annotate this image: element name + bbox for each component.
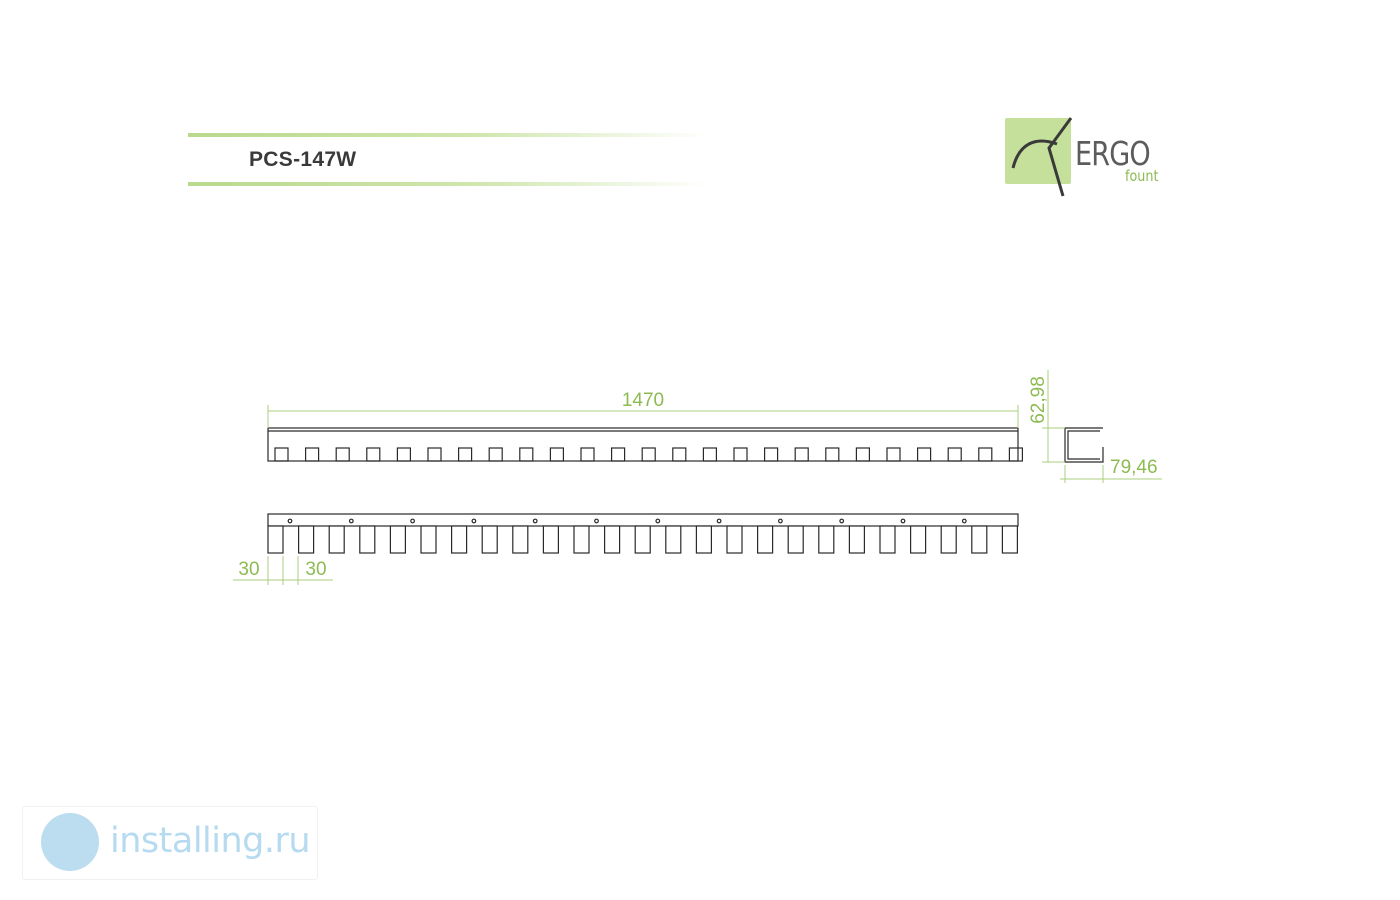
depth-label: 79,46 xyxy=(1110,457,1158,478)
comb-finger xyxy=(573,525,590,554)
comb-finger xyxy=(787,525,804,554)
comb-finger xyxy=(695,525,713,554)
mounting-hole xyxy=(655,518,661,524)
front-slot xyxy=(488,447,503,462)
logo-mark-icon xyxy=(1005,118,1071,184)
front-slot xyxy=(886,447,901,462)
front-slot xyxy=(427,447,442,462)
comb-view xyxy=(267,513,1019,554)
comb-finger xyxy=(756,525,774,554)
comb-finger xyxy=(726,525,743,554)
front-view xyxy=(267,427,1024,462)
length-dimension xyxy=(267,405,1019,428)
front-slot xyxy=(672,447,687,462)
watermark-logo-icon xyxy=(41,813,99,871)
mounting-hole xyxy=(532,518,538,524)
comb-finger xyxy=(451,525,468,554)
front-slot xyxy=(274,447,289,462)
mounting-hole xyxy=(348,518,354,524)
front-slot xyxy=(519,447,534,462)
front-slot xyxy=(305,447,320,462)
mounting-hole xyxy=(900,518,906,524)
slot-gap-label: 30 xyxy=(305,559,326,580)
front-slot xyxy=(702,447,718,462)
comb-finger xyxy=(971,525,988,554)
comb-finger xyxy=(420,525,437,554)
watermark-text: installing.ru xyxy=(110,821,311,861)
comb-finger xyxy=(603,525,621,554)
product-title: PCS-147W xyxy=(249,148,357,171)
title-bar: PCS-147W xyxy=(188,133,708,188)
front-slot xyxy=(610,447,626,462)
comb-finger xyxy=(359,525,376,554)
mounting-hole xyxy=(594,518,599,524)
mounting-hole xyxy=(961,518,967,524)
comb-finger xyxy=(298,525,315,554)
front-slot xyxy=(641,447,656,462)
front-slot xyxy=(978,447,993,462)
mounting-hole xyxy=(471,518,477,524)
comb-finger xyxy=(267,525,284,554)
logo-word: ERGO xyxy=(1075,134,1151,173)
front-slot xyxy=(733,447,748,462)
mounting-hole xyxy=(410,518,416,524)
comb-finger xyxy=(389,525,406,554)
front-slot xyxy=(947,447,962,462)
comb-finger xyxy=(879,525,896,554)
comb-finger xyxy=(481,525,498,554)
title-top-line xyxy=(188,133,708,137)
height-label: 62,98 xyxy=(1028,376,1049,424)
front-slot xyxy=(763,447,779,462)
comb-finger xyxy=(909,525,927,554)
front-slot xyxy=(335,447,350,462)
comb-spine xyxy=(267,513,1019,527)
title-bottom-line xyxy=(188,182,708,186)
height-dimension xyxy=(1042,370,1065,463)
mounting-hole xyxy=(839,518,845,524)
front-slot xyxy=(1008,447,1024,462)
front-view-outline xyxy=(267,427,1019,462)
comb-finger xyxy=(1001,525,1019,554)
front-slot xyxy=(549,447,565,462)
logo-swoosh-icon xyxy=(1011,117,1073,197)
slot-width-label: 30 xyxy=(238,559,259,580)
front-slot xyxy=(825,447,840,462)
comb-finger xyxy=(512,525,529,554)
watermark: installing.ru xyxy=(22,806,318,880)
mounting-hole xyxy=(287,518,293,524)
front-slot xyxy=(916,447,932,462)
comb-finger xyxy=(848,525,866,554)
slot-dimensions xyxy=(233,556,333,585)
comb-finger xyxy=(328,525,345,554)
side-profile xyxy=(1064,427,1104,463)
comb-finger xyxy=(634,525,651,554)
front-slot xyxy=(794,447,809,462)
mounting-hole xyxy=(778,518,783,524)
comb-finger xyxy=(940,525,957,554)
logo-sub: fount xyxy=(1125,167,1159,185)
ergo-logo: ERGO fount xyxy=(1005,114,1175,198)
depth-dimension xyxy=(1060,465,1162,483)
front-view-slots xyxy=(274,447,1024,462)
front-slot xyxy=(396,447,411,462)
front-slot xyxy=(580,447,595,462)
front-slot xyxy=(855,447,871,462)
mounting-hole xyxy=(716,518,722,524)
length-label: 1470 xyxy=(622,390,664,411)
front-slot xyxy=(366,447,381,462)
comb-finger xyxy=(818,525,835,554)
comb-finger xyxy=(665,525,682,554)
front-slot xyxy=(458,447,473,462)
comb-finger xyxy=(542,525,560,554)
